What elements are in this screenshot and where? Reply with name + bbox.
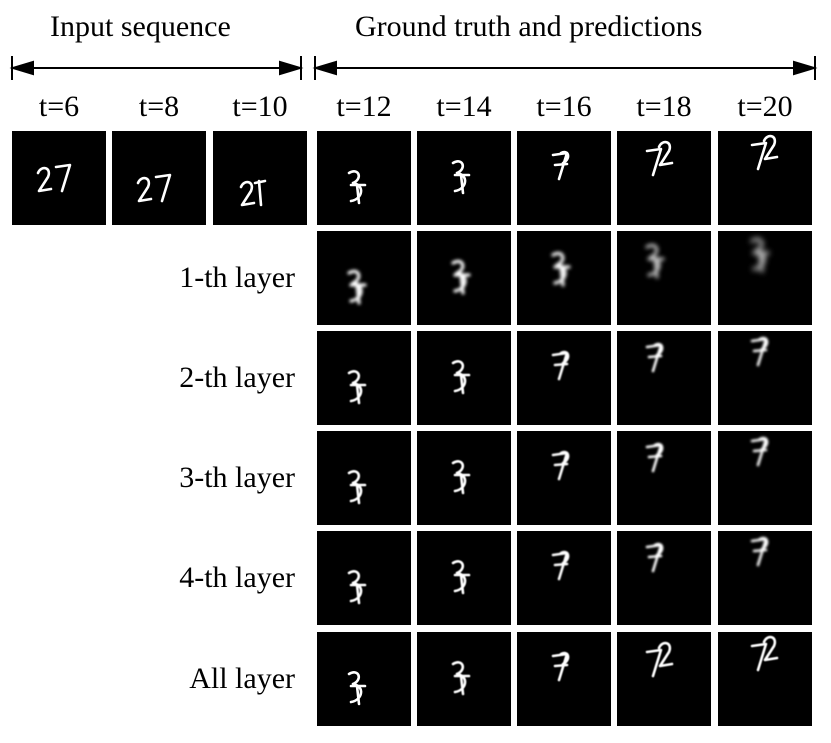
prediction-frame bbox=[617, 231, 711, 325]
prediction-frame bbox=[417, 231, 511, 325]
time-label: t=18 bbox=[636, 90, 692, 123]
digit-glyph bbox=[645, 243, 665, 279]
prediction-frame bbox=[417, 331, 511, 425]
input-frame bbox=[112, 131, 206, 225]
input-span-arrow bbox=[9, 56, 304, 80]
digit-glyph bbox=[551, 350, 570, 381]
ground-truth-frame bbox=[617, 131, 711, 225]
prediction-frame bbox=[718, 531, 812, 625]
time-label: t=10 bbox=[232, 90, 288, 123]
prediction-frame bbox=[417, 531, 511, 625]
input-sequence-header: Input sequence bbox=[50, 10, 231, 43]
digit-glyph bbox=[645, 442, 664, 473]
prediction-frame bbox=[317, 431, 411, 525]
prediction-frame bbox=[718, 231, 812, 325]
prediction-frame bbox=[517, 431, 611, 525]
ground-truth-frame bbox=[718, 131, 812, 225]
input-frame bbox=[12, 131, 106, 225]
digit-glyph bbox=[645, 342, 664, 373]
digit-glyph bbox=[645, 140, 674, 177]
prediction-frame bbox=[417, 632, 511, 726]
prediction-frame bbox=[417, 431, 511, 525]
time-label: t=16 bbox=[536, 90, 592, 123]
time-label: t=14 bbox=[436, 90, 492, 123]
digit-glyph bbox=[451, 560, 471, 595]
digit-glyph bbox=[750, 436, 769, 467]
prediction-frame bbox=[617, 331, 711, 425]
digit-glyph bbox=[551, 450, 570, 481]
prediction-frame bbox=[718, 431, 812, 525]
time-label: t=12 bbox=[336, 90, 392, 123]
digit-glyph bbox=[36, 163, 72, 193]
prediction-frame bbox=[718, 632, 812, 726]
prediction-frame bbox=[517, 231, 611, 325]
digit-glyph bbox=[347, 671, 367, 706]
row-label: 4-th layer bbox=[179, 561, 295, 594]
prediction-frame bbox=[317, 231, 411, 325]
digit-glyph bbox=[347, 470, 367, 505]
prediction-frame bbox=[317, 632, 411, 726]
prediction-frame bbox=[517, 531, 611, 625]
prediction-frame bbox=[617, 632, 711, 726]
digit-glyph bbox=[750, 237, 770, 273]
time-label: t=8 bbox=[138, 90, 180, 123]
prediction-frame bbox=[617, 531, 711, 625]
time-label: t=20 bbox=[737, 90, 793, 123]
digit-glyph bbox=[645, 542, 664, 573]
digit-glyph bbox=[347, 370, 367, 405]
digit-glyph bbox=[451, 360, 471, 395]
prediction-frame bbox=[317, 531, 411, 625]
input-frame bbox=[213, 131, 307, 225]
span-brackets bbox=[9, 56, 818, 80]
prediction-frame bbox=[718, 331, 812, 425]
digit-glyph bbox=[451, 259, 471, 295]
digit-glyph bbox=[347, 269, 367, 305]
prediction-frame bbox=[517, 632, 611, 726]
ground-truth-frame bbox=[317, 131, 411, 225]
row-label: 2-th layer bbox=[179, 361, 295, 394]
row-label: 3-th layer bbox=[179, 461, 295, 494]
digit-glyph bbox=[551, 550, 570, 581]
digit-glyph bbox=[750, 134, 779, 171]
digit-glyph bbox=[347, 170, 367, 205]
digit-glyph bbox=[750, 635, 779, 672]
prediction-frame bbox=[317, 331, 411, 425]
digit-glyph bbox=[451, 661, 471, 696]
digit-glyph bbox=[451, 160, 471, 195]
digit-glyph bbox=[451, 460, 471, 495]
prediction-frame bbox=[517, 331, 611, 425]
ground-truth-frame bbox=[517, 131, 611, 225]
ground-truth-predictions-header: Ground truth and predictions bbox=[355, 10, 703, 43]
row-label: All layer bbox=[189, 662, 295, 695]
digit-glyph bbox=[136, 173, 172, 203]
row-label: 1-th layer bbox=[179, 261, 295, 294]
digit-glyph bbox=[551, 251, 571, 287]
ground-truth-frame bbox=[417, 131, 511, 225]
digit-glyph bbox=[551, 651, 570, 682]
digit-glyph bbox=[239, 179, 267, 207]
prediction-frame bbox=[617, 431, 711, 525]
digit-glyph bbox=[645, 641, 674, 678]
digit-glyph bbox=[750, 336, 769, 367]
digit-glyph bbox=[347, 570, 367, 605]
digit-glyph bbox=[551, 150, 570, 181]
output-span-arrow bbox=[312, 56, 818, 80]
digit-glyph bbox=[750, 536, 769, 567]
time-label: t=6 bbox=[38, 90, 80, 123]
